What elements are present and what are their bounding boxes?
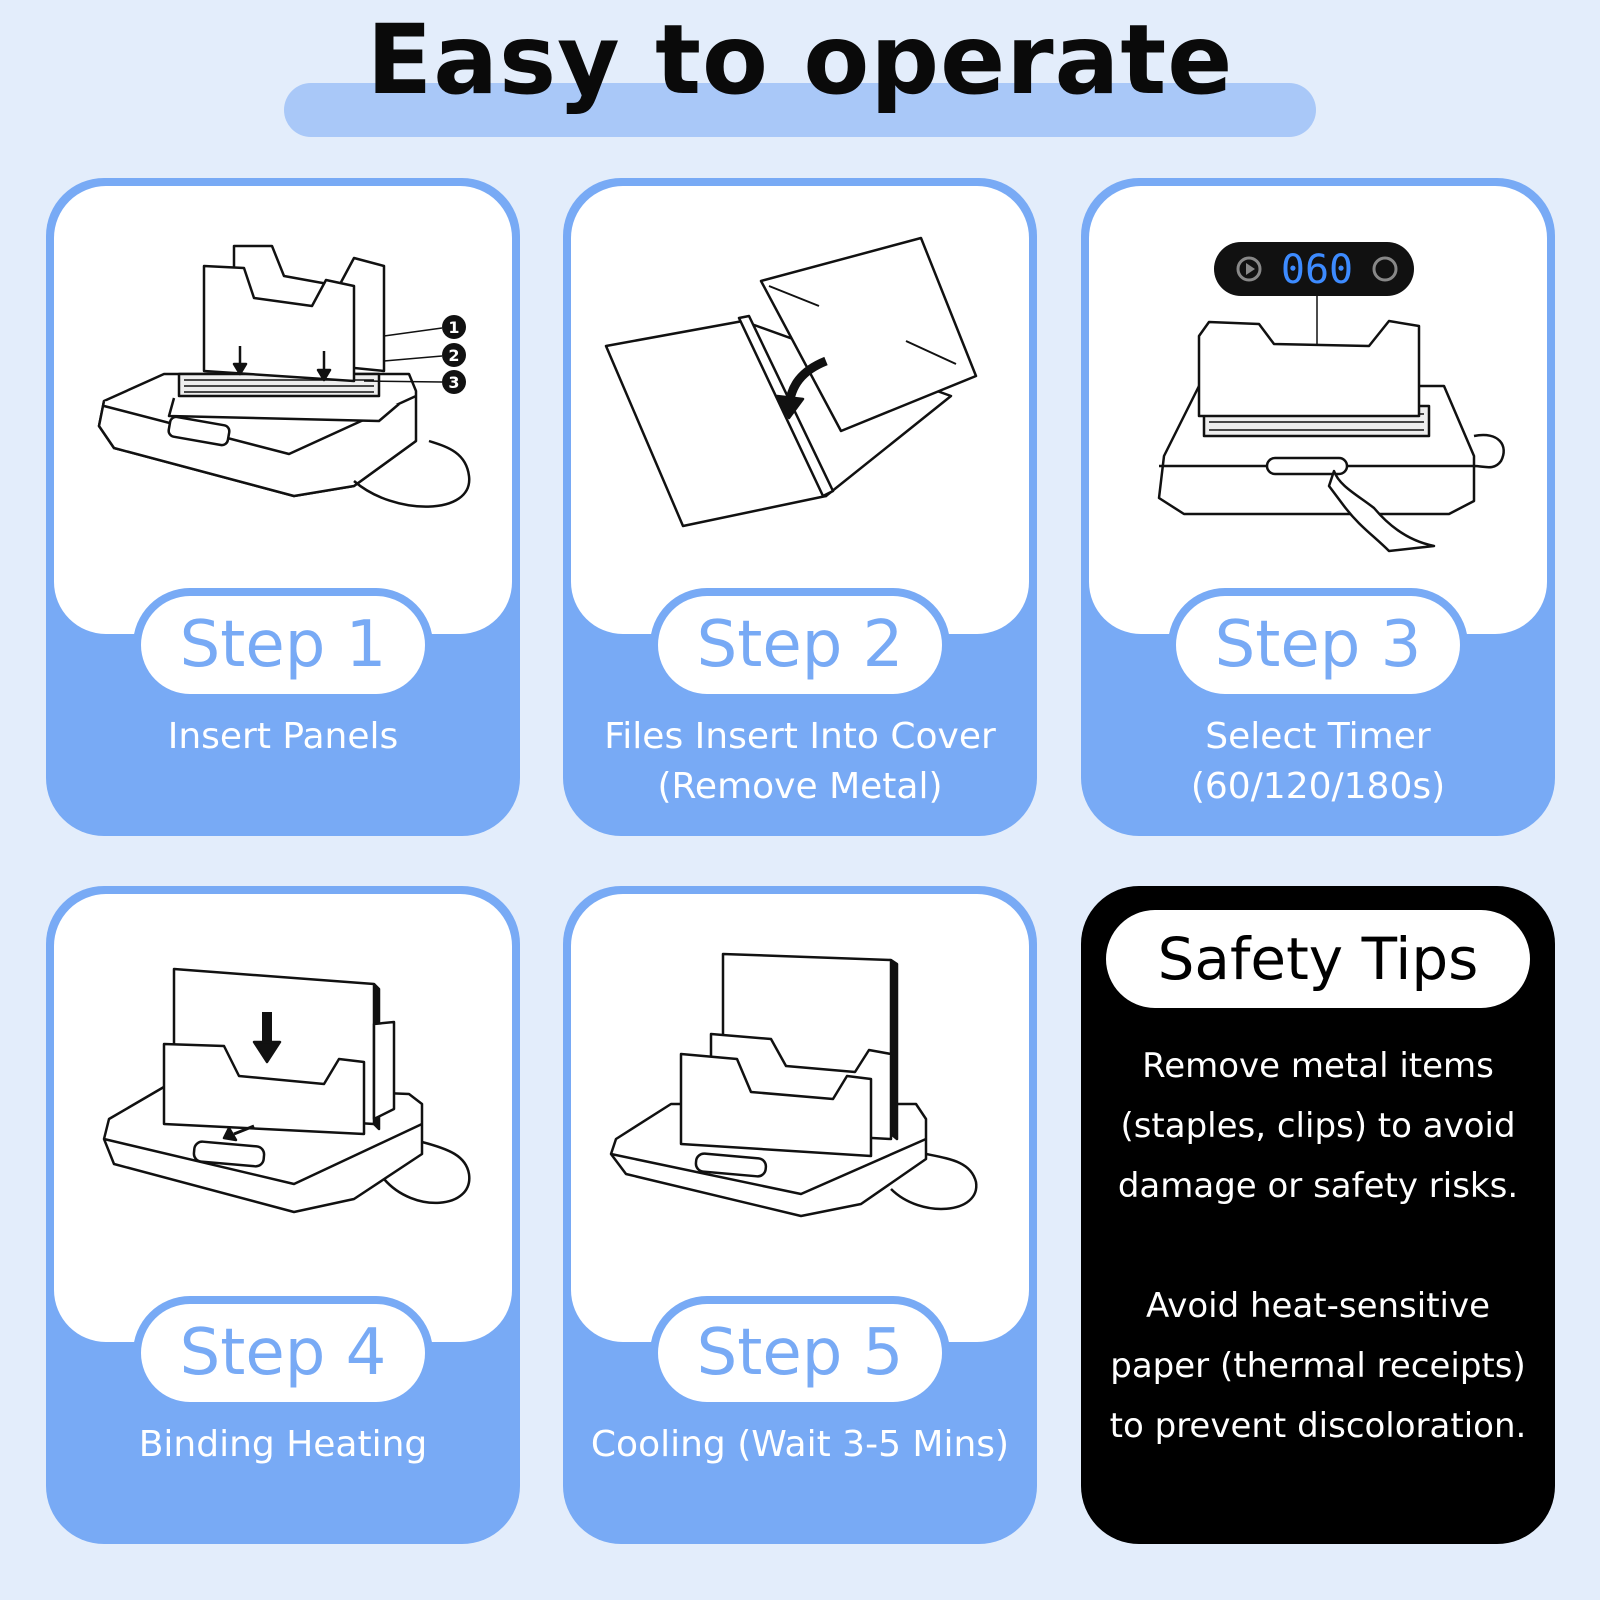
timer-press-icon: 060 — [1157, 242, 1505, 553]
step-2-desc-line-1: Files Insert Into Cover — [604, 716, 996, 757]
step-2-pill: Step 2 — [650, 588, 950, 702]
safety-tip-1-line-3: damage or safety risks. — [1117, 1166, 1519, 1206]
step-2-card: Step 2 Files Insert Into Cover (Remove M… — [563, 178, 1037, 836]
callout-3: 3 — [448, 373, 459, 392]
callout-1: 1 — [448, 318, 459, 337]
safety-tip-2-line-1: Avoid heat-sensitive — [1145, 1286, 1491, 1326]
step-3-desc-line-1: Select Timer — [1205, 716, 1431, 757]
safety-tips-title: Safety Tips — [1157, 925, 1479, 993]
step-5-desc-line-1: Cooling (Wait 3-5 Mins) — [590, 1424, 1010, 1465]
step-2-description: Files Insert Into Cover (Remove Metal) — [573, 712, 1027, 812]
binding-heating-icon — [102, 967, 471, 1214]
safety-tip-1: Remove metal items (staples, clips) to a… — [1091, 1036, 1545, 1216]
safety-tip-2-line-2: paper (thermal receipts) — [1110, 1346, 1526, 1386]
step-5-card: Step 5 Cooling (Wait 3-5 Mins) — [563, 886, 1037, 1544]
timer-readout: 060 — [1281, 247, 1353, 293]
step-1-label: Step 1 — [179, 608, 387, 682]
step-1-desc-line-1: Insert Panels — [167, 716, 399, 757]
callout-2: 2 — [448, 346, 459, 365]
safety-tip-2: Avoid heat-sensitive paper (thermal rece… — [1091, 1276, 1545, 1456]
step-5-label: Step 5 — [696, 1316, 904, 1390]
step-4-pill: Step 4 — [133, 1296, 433, 1410]
step-4-description: Binding Heating — [56, 1420, 510, 1470]
step-3-description: Select Timer (60/120/180s) — [1091, 712, 1545, 812]
step-2-label: Step 2 — [696, 608, 904, 682]
binder-insert-panels-icon: 1 2 3 — [97, 244, 471, 508]
file-cover-icon — [604, 236, 978, 528]
step-3-pill: Step 3 — [1168, 588, 1468, 702]
step-3-card: 060 Step 3 Select Timer (60/120/180s) — [1081, 178, 1555, 836]
step-1-description: Insert Panels — [56, 712, 510, 762]
safety-tip-2-line-3: to prevent discoloration. — [1109, 1406, 1527, 1446]
step-4-card: Step 4 Binding Heating — [46, 886, 520, 1544]
step-5-description: Cooling (Wait 3-5 Mins) — [573, 1420, 1027, 1470]
step-3-desc-line-2: (60/120/180s) — [1190, 766, 1446, 807]
cooling-icon — [609, 952, 978, 1218]
step-3-label: Step 3 — [1214, 608, 1422, 682]
safety-tip-1-line-1: Remove metal items — [1142, 1046, 1494, 1086]
power-icon — [1372, 256, 1398, 282]
play-icon — [1236, 256, 1262, 282]
page-title: Easy to operate — [366, 4, 1234, 116]
safety-tips-header: Safety Tips — [1106, 910, 1530, 1008]
step-1-pill: Step 1 — [133, 588, 433, 702]
step-5-pill: Step 5 — [650, 1296, 950, 1410]
title-highlight-bar — [284, 83, 1316, 137]
step-4-label: Step 4 — [179, 1316, 387, 1390]
step-4-desc-line-1: Binding Heating — [138, 1424, 428, 1465]
timer-display — [1214, 242, 1414, 296]
step-1-card: 1 2 3 Step 1 Insert Panels — [46, 178, 520, 836]
safety-tip-1-line-2: (staples, clips) to avoid — [1120, 1106, 1516, 1146]
callout-numbers: 1 2 3 — [442, 315, 466, 394]
safety-tips-card: Safety Tips Remove metal items (staples,… — [1081, 886, 1555, 1544]
step-2-desc-line-2: (Remove Metal) — [657, 766, 943, 807]
